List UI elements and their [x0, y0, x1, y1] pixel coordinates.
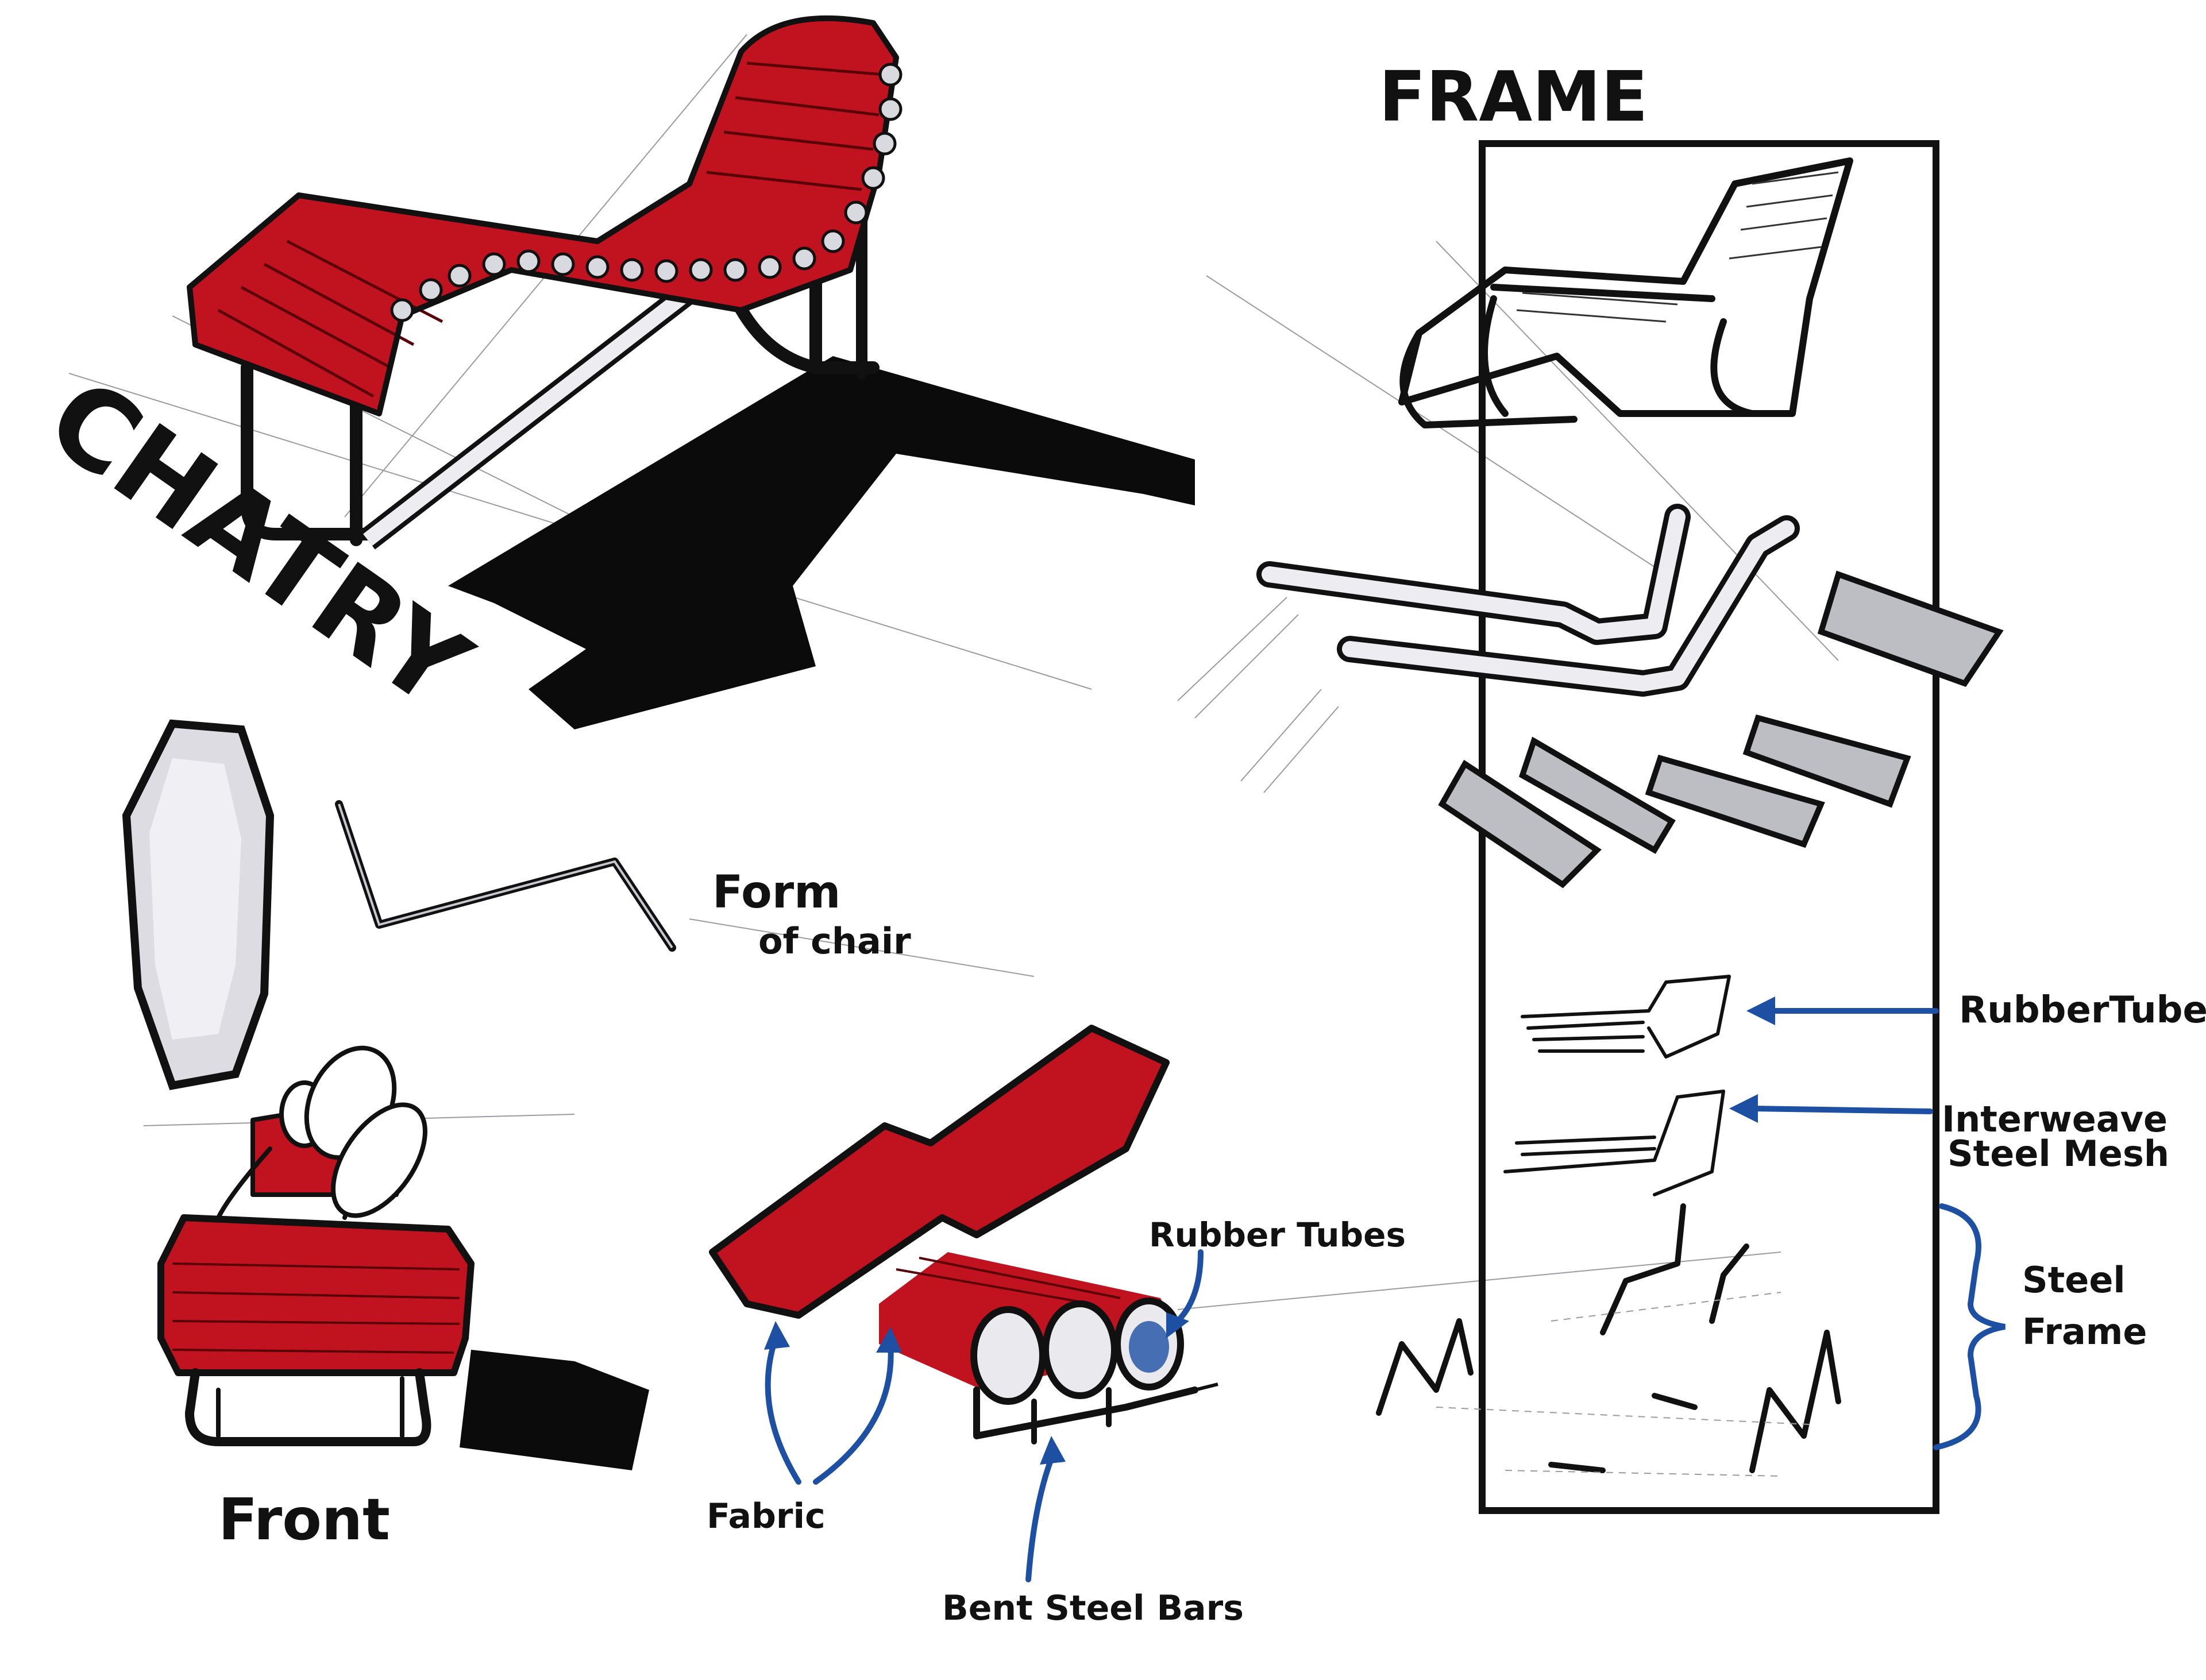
form-label-line2: of chair	[758, 920, 911, 962]
form-label-line1: Form	[712, 867, 840, 918]
frame-heading: FRAME	[1379, 57, 1648, 137]
bent-steel-bars-label: Bent Steel Bars	[942, 1588, 1244, 1628]
annotation-rubber-tubes-right: RubberTubes	[1746, 989, 2206, 1032]
frame-section: FRAME	[1177, 57, 2004, 1514]
top-view-sketch	[122, 719, 275, 1090]
annotation-bent-steel-bars: Bent Steel Bars	[942, 1436, 1244, 1628]
front-label: Front	[218, 1486, 390, 1553]
annotation-rubber-tubes-left: Rubber Tubes	[1149, 1215, 1406, 1338]
fabric-label: Fabric	[707, 1496, 826, 1536]
annotation-steel-frame: Steel Frame	[1933, 1203, 2147, 1450]
interweave-label-line2: Steel Mesh	[1947, 1133, 2169, 1175]
annotation-fabric: Fabric	[707, 1321, 902, 1536]
bent-bar-1	[1256, 504, 1691, 645]
detail-view-sketch	[709, 1025, 1218, 1445]
exploded-view-mesh	[1503, 1090, 1725, 1196]
exploded-view-frame	[1376, 1203, 1841, 1473]
main-chair-seat	[190, 18, 896, 414]
main-chair-sketch	[187, 15, 1195, 729]
frame-chair-sketch	[1398, 157, 1853, 428]
title-chatry: CHATRY	[25, 354, 492, 733]
rubber-tubes-left-label: Rubber Tubes	[1149, 1215, 1406, 1254]
steel-frame-label-line2: Frame	[2022, 1311, 2147, 1353]
interweave-label-line1: Interweave	[1942, 1098, 2168, 1140]
main-chair-shadow	[448, 356, 1195, 729]
mesh-panels	[1438, 570, 2004, 889]
steel-frame-label-line1: Steel	[2022, 1259, 2126, 1301]
front-view-sketch: Front	[157, 1045, 649, 1553]
exploded-view-rubber	[1521, 975, 1731, 1059]
form-profile-sketch: Form of chair	[335, 800, 911, 962]
rubber-tubes-right-label: RubberTubes	[1959, 989, 2206, 1032]
annotation-interweave-mesh: Interweave Steel Mesh	[1729, 1094, 2169, 1175]
